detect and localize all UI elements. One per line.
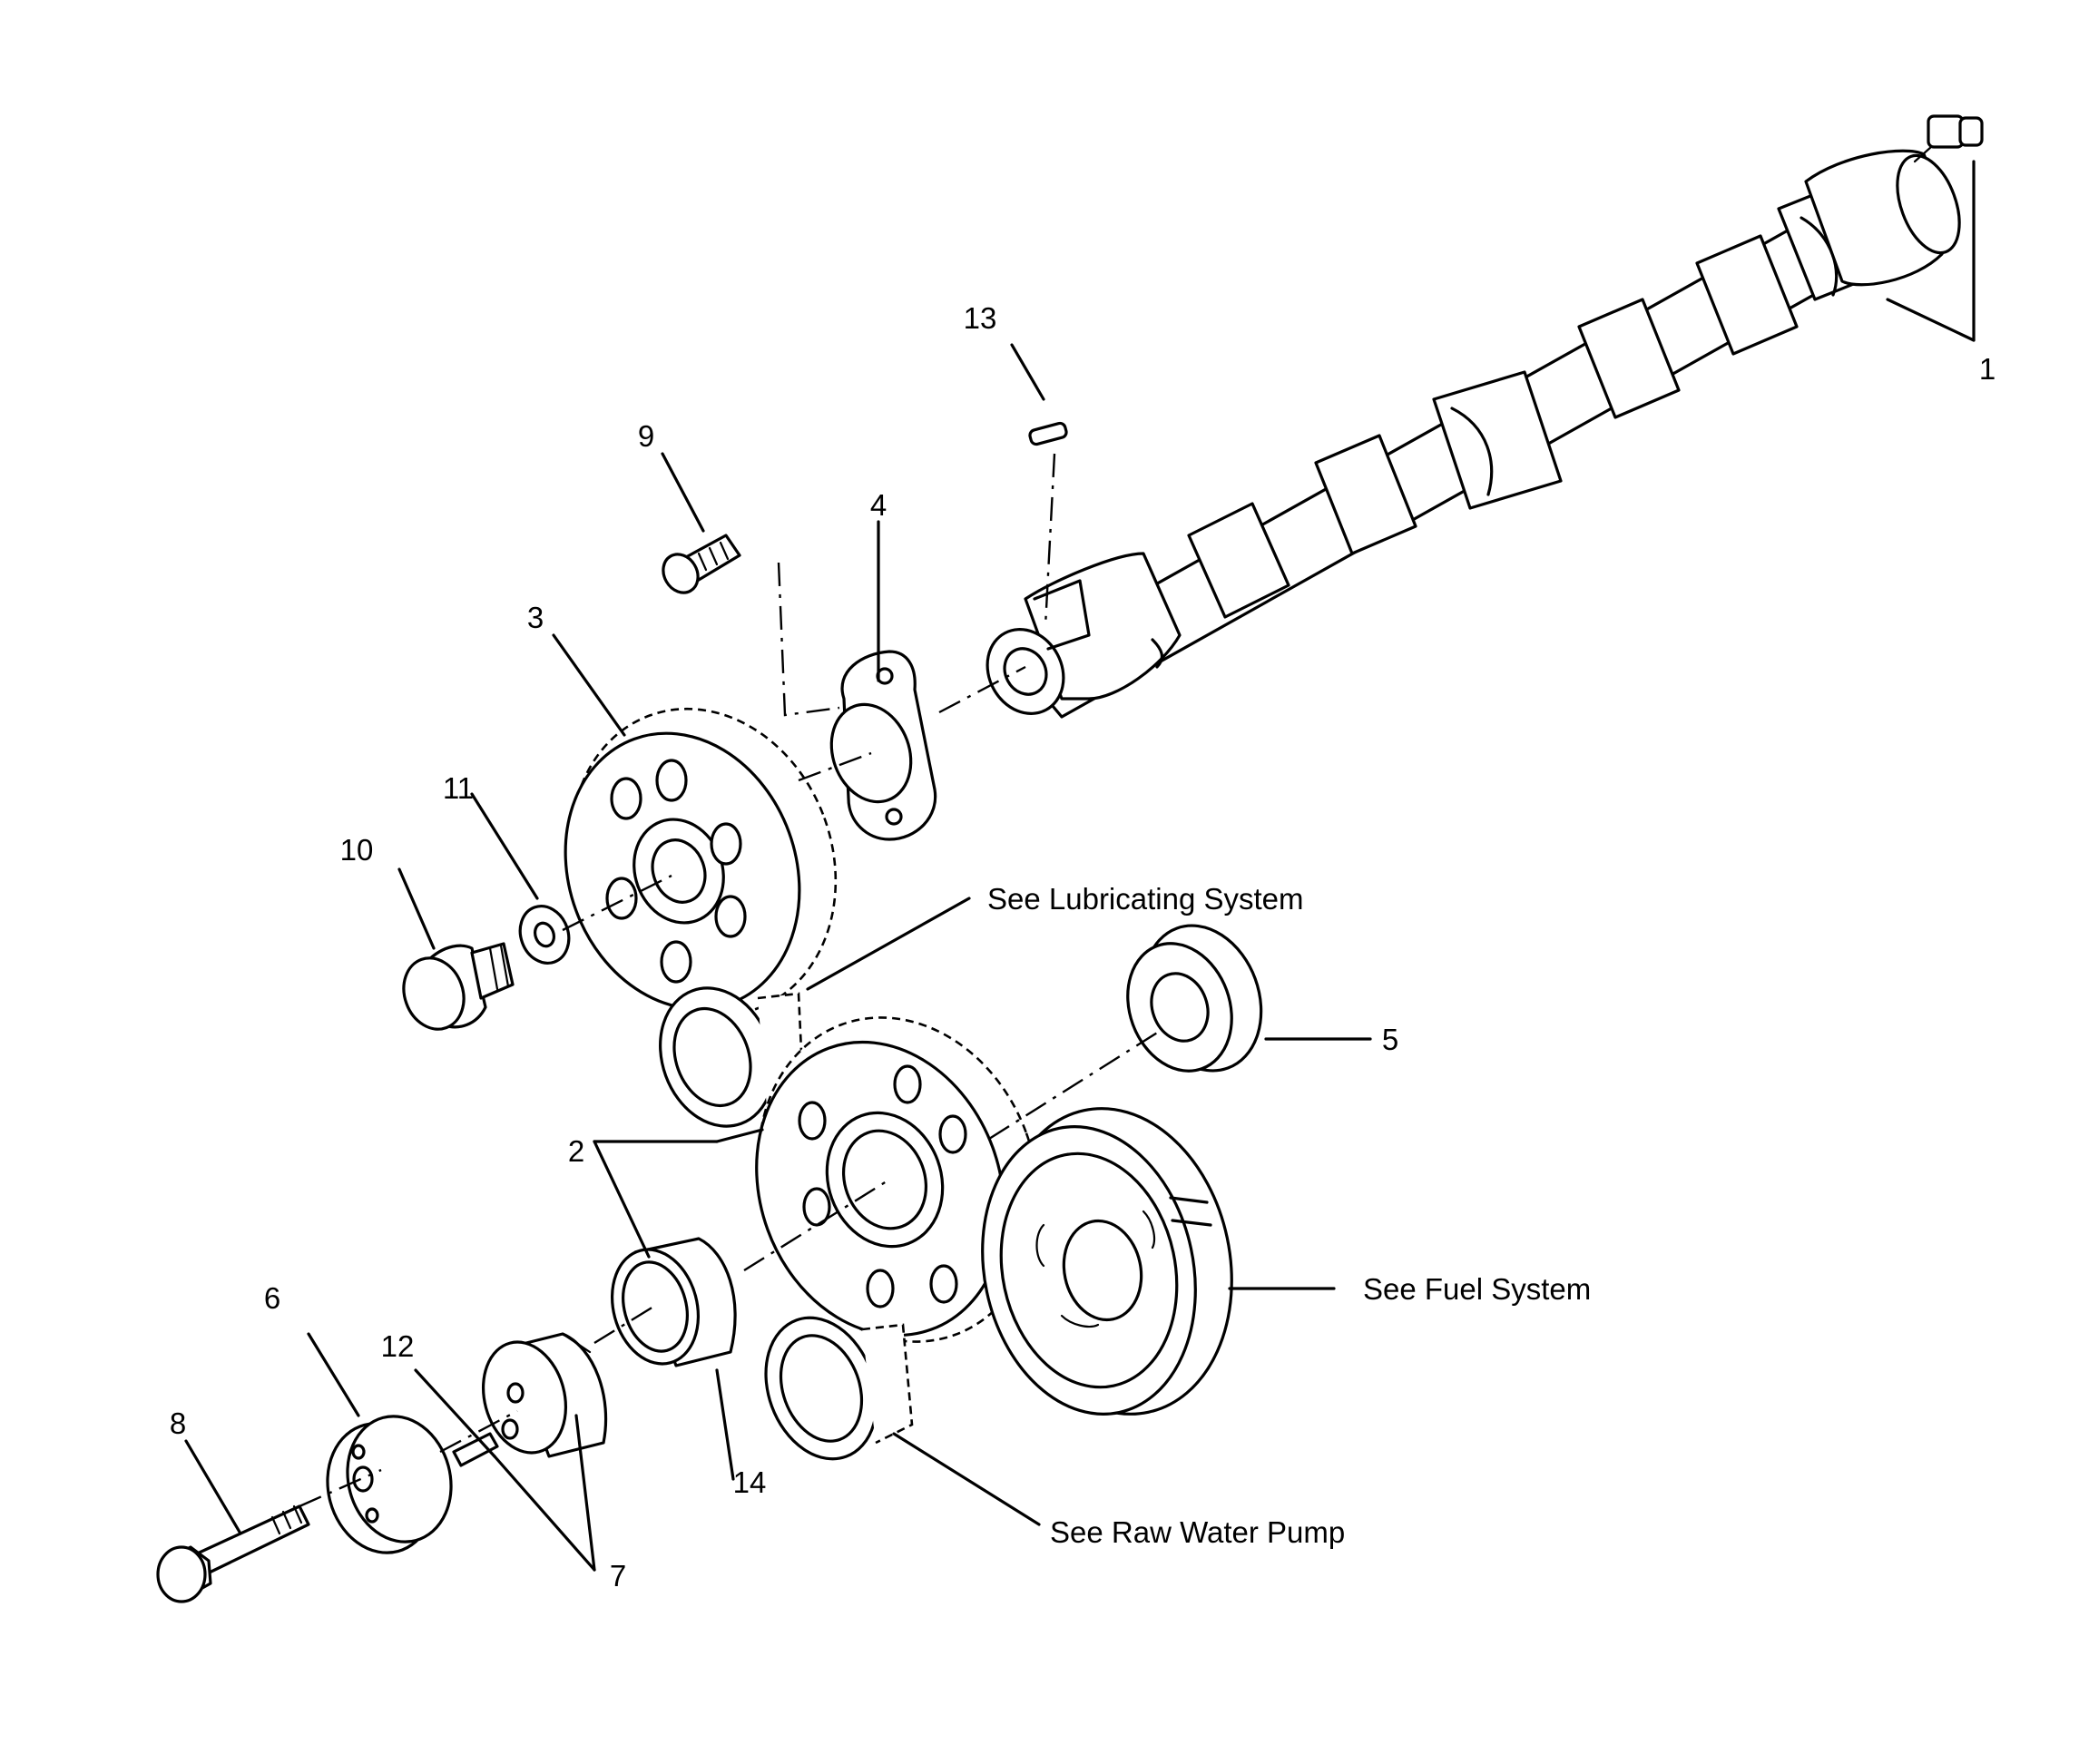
assembly-center-lines — [299, 453, 1162, 1508]
woodruff-key — [1028, 421, 1068, 446]
callout-numbers: 1 2 3 4 5 6 7 8 9 10 11 12 13 14 — [170, 301, 1996, 1592]
injection-pump-gear — [981, 1107, 1233, 1416]
callout-7: 7 — [610, 1559, 626, 1592]
crankshaft-gear — [755, 1016, 1040, 1343]
callout-6: 6 — [264, 1281, 280, 1315]
callout-5: 5 — [1382, 1023, 1398, 1056]
callout-8: 8 — [170, 1406, 186, 1440]
hub-bolt — [156, 1504, 310, 1603]
callout-11: 11 — [443, 771, 474, 805]
thrust-plate — [829, 650, 937, 841]
gear-washer — [518, 905, 571, 965]
callout-9: 9 — [638, 419, 654, 453]
retainer-plate — [326, 1415, 453, 1554]
callout-4: 4 — [870, 488, 887, 522]
camshaft — [986, 114, 1984, 719]
label-see-lubricating-system: See Lubricating System — [987, 882, 1304, 916]
callout-13: 13 — [964, 301, 997, 335]
label-see-fuel-system: See Fuel System — [1363, 1272, 1591, 1306]
thrust-plate-bolt — [662, 534, 741, 594]
reference-labels: See Lubricating System See Fuel System S… — [987, 882, 1591, 1549]
dowel-pin — [452, 1432, 499, 1467]
callout-14: 14 — [733, 1465, 767, 1499]
callout-2: 2 — [568, 1134, 584, 1168]
gear-bolt — [402, 942, 515, 1031]
callout-3: 3 — [527, 601, 544, 634]
callout-10: 10 — [340, 833, 374, 867]
thrust-washer — [1126, 924, 1263, 1073]
gear-hub — [481, 1332, 608, 1458]
label-see-raw-water-pump: See Raw Water Pump — [1050, 1515, 1345, 1549]
camshaft-gear — [564, 707, 838, 1017]
raw-water-pump-gear — [764, 1316, 914, 1461]
gear-bushing — [610, 1237, 737, 1367]
leader-lines — [184, 160, 1976, 1572]
callout-1: 1 — [1979, 352, 1996, 386]
callout-12: 12 — [381, 1329, 415, 1363]
